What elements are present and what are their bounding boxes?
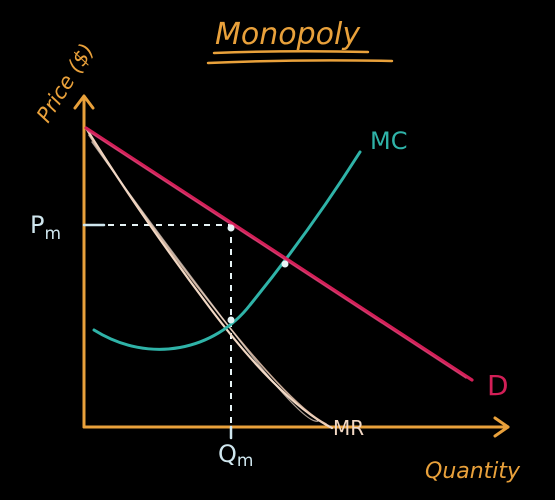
axes bbox=[73, 94, 510, 438]
quantity-marker-label: Qm bbox=[218, 440, 253, 471]
y-axis-label: Price ($) bbox=[32, 39, 99, 126]
demand-stroke-2 bbox=[87, 130, 467, 379]
title-underline-1 bbox=[212, 49, 370, 55]
demand-stroke-1 bbox=[84, 126, 474, 382]
x-axis-arrowhead bbox=[493, 416, 510, 438]
monopoly-price-point bbox=[227, 224, 235, 232]
title-underline-2 bbox=[206, 59, 394, 65]
x-axis-label: Quantity bbox=[425, 459, 521, 484]
mc-curve bbox=[92, 150, 362, 351]
title: Monopoly bbox=[215, 17, 361, 52]
mc-label: MC bbox=[370, 127, 407, 155]
mr-curve bbox=[84, 126, 334, 430]
quantity-marker-letter: Q bbox=[218, 440, 237, 468]
mr-mc-intersection-point bbox=[227, 316, 235, 324]
mc-demand-intersection-point bbox=[281, 260, 289, 268]
demand-label: D bbox=[487, 369, 509, 402]
quantity-marker-subscript: m bbox=[237, 451, 254, 471]
mr-stroke-3 bbox=[91, 141, 319, 422]
price-marker-subscript: m bbox=[44, 224, 61, 244]
y-axis-arrowhead bbox=[73, 94, 95, 110]
price-marker-letter: P bbox=[30, 211, 44, 239]
mr-stroke-1 bbox=[84, 126, 334, 430]
mr-label: MR bbox=[333, 416, 364, 440]
price-marker-label: Pm bbox=[30, 211, 61, 244]
guides bbox=[84, 224, 232, 427]
mr-stroke-2 bbox=[88, 134, 327, 425]
demand-curve bbox=[84, 126, 474, 382]
